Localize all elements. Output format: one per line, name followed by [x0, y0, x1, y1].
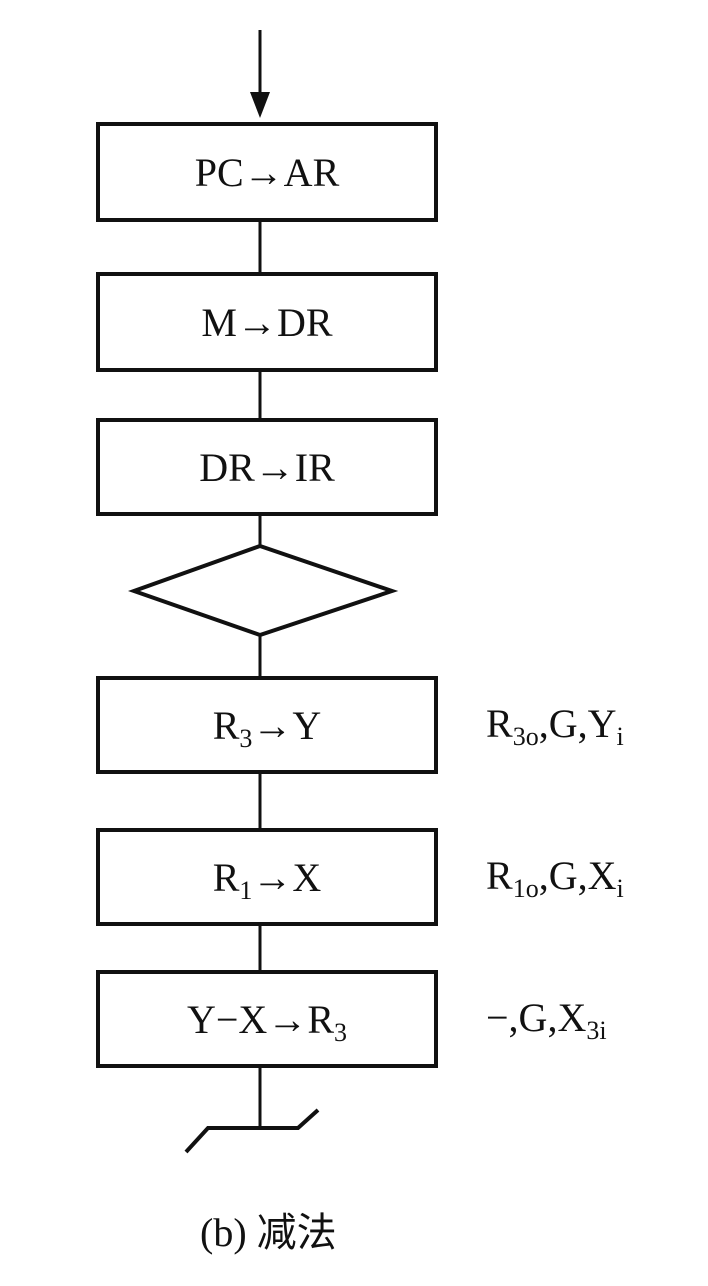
label-text: →X	[252, 854, 322, 900]
label-text: PC→AR	[194, 149, 340, 195]
subscript: i	[616, 722, 624, 751]
step-dr-to-ir: DR→IR	[96, 418, 438, 516]
subscript: 1	[239, 875, 253, 905]
label-text: DR→IR	[199, 444, 335, 490]
step-pc-to-ar: PC→AR	[96, 122, 438, 222]
step-label: R1→X	[212, 854, 322, 904]
label-text: R	[486, 853, 513, 898]
control-signals-subtract: −,G,X3i	[486, 994, 607, 1044]
control-signals-r3-to-y: R3o,G,Yi	[486, 700, 624, 750]
decision-diamond	[127, 543, 399, 638]
entry-arrow-head	[250, 92, 270, 118]
step-r3-to-y: R3→Y	[96, 676, 438, 774]
label-text: M→DR	[201, 299, 333, 345]
control-signals-r1-to-x: R1o,G,Xi	[486, 852, 624, 902]
label-text: R	[212, 854, 240, 900]
label-text: R	[212, 702, 240, 748]
subscript: 3i	[586, 1016, 607, 1045]
label-text: R	[486, 701, 513, 746]
step-r1-to-x: R1→X	[96, 828, 438, 926]
subscript: 3	[334, 1017, 347, 1047]
step-label: M→DR	[201, 299, 332, 346]
step-y-minus-x-to-r3: Y−X→R3	[96, 970, 438, 1068]
figure-caption: (b) 减法	[200, 1210, 337, 1255]
step-m-to-dr: M→DR	[96, 272, 438, 372]
step-label: Y−X→R3	[186, 996, 347, 1046]
subscript: 1o	[512, 874, 539, 903]
label-text: Y−X→R	[186, 996, 334, 1042]
label-text: →Y	[252, 702, 322, 748]
label-text: ,G,Y	[538, 701, 617, 746]
subscript: i	[616, 874, 624, 903]
subscript: 3	[239, 723, 253, 753]
label-text: ,G,X	[538, 853, 617, 898]
subscript: 3o	[512, 722, 539, 751]
step-label: DR→IR	[199, 444, 335, 491]
step-label: PC→AR	[195, 149, 340, 196]
step-label: R3→Y	[212, 702, 322, 752]
end-terminator	[184, 1108, 320, 1154]
label-text: −,G,X	[486, 995, 587, 1040]
